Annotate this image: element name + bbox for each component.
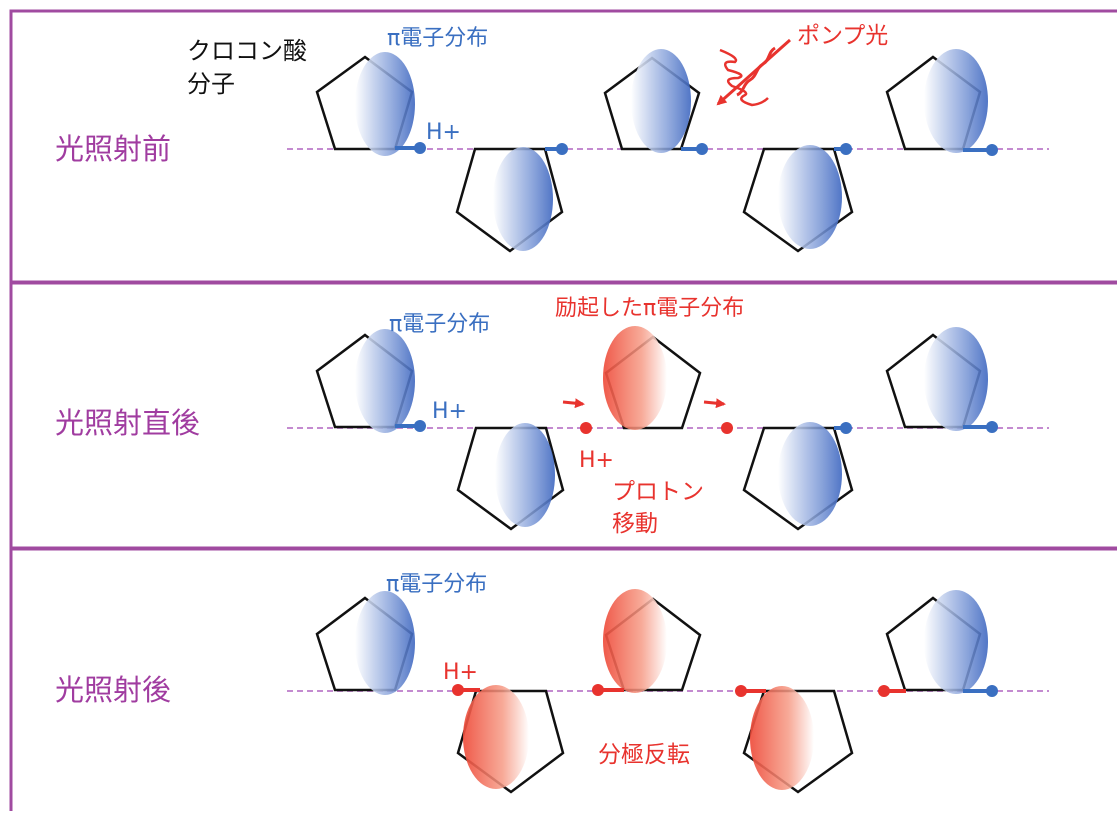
pi-electron-cloud bbox=[495, 423, 555, 527]
moved-proton-label: H+ bbox=[579, 448, 614, 473]
pump-light-wave-icon bbox=[736, 46, 776, 97]
proton-dot bbox=[696, 143, 708, 155]
pi-electron-cloud bbox=[493, 147, 553, 251]
proton-dot bbox=[986, 421, 998, 433]
pi-electron-cloud bbox=[924, 327, 988, 431]
proton-transfer-label-line2: 移動 bbox=[612, 511, 658, 537]
stage-label: 光照射前 bbox=[55, 132, 171, 166]
proton-dot bbox=[556, 143, 568, 155]
reversed-pi-electron-cloud bbox=[603, 589, 667, 693]
moved-proton-dot bbox=[580, 422, 592, 434]
proton-transfer-label-line1: プロトン bbox=[612, 479, 704, 505]
proton-transfer-arrow bbox=[562, 398, 585, 409]
reversed-pi-electron-cloud bbox=[463, 685, 529, 789]
reversed-pi-electron-cloud bbox=[750, 686, 814, 790]
proton-dot bbox=[986, 685, 998, 697]
proton-label: H+ bbox=[432, 399, 467, 424]
proton-label: H+ bbox=[426, 120, 461, 145]
proton-label: H+ bbox=[443, 660, 478, 685]
panel-before-irradiation: 光照射前 クロコン酸 分子 π電子分布 H+ ポンプ光 bbox=[55, 23, 1049, 253]
pi-distribution-label: π電子分布 bbox=[386, 572, 487, 597]
pi-electron-cloud bbox=[778, 422, 842, 526]
pi-electron-cloud bbox=[355, 591, 415, 695]
proton-transfer-arrow bbox=[703, 398, 726, 409]
pi-distribution-label: π電子分布 bbox=[387, 26, 488, 51]
molecule-label-line1: クロコン酸 bbox=[187, 37, 307, 65]
excited-pi-electron-cloud bbox=[603, 326, 667, 430]
pi-electron-cloud bbox=[924, 49, 988, 153]
polarization-reversal-label: 分極反転 bbox=[598, 742, 690, 768]
stage-label: 光照射後 bbox=[55, 673, 171, 707]
proton-dot bbox=[414, 420, 426, 432]
proton-dot bbox=[840, 422, 852, 434]
proton-dot bbox=[414, 142, 426, 154]
panel-right-after-irradiation: 光照射直後 π電子分布 励起したπ電子分布 H+ H+ プロトン 移動 bbox=[55, 296, 1049, 537]
panel-after-irradiation: 光照射後 π電子分布 H+ 分極反転 bbox=[55, 572, 1049, 794]
pi-electron-cloud bbox=[355, 329, 415, 433]
panel-frame-3 bbox=[9, 547, 1117, 816]
pump-light-arrow bbox=[716, 38, 791, 106]
pi-electron-cloud bbox=[631, 49, 691, 153]
pi-electron-cloud bbox=[355, 52, 415, 156]
pump-light-wave-icon bbox=[719, 48, 769, 107]
excited-pi-label: 励起したπ電子分布 bbox=[555, 296, 744, 321]
pi-electron-cloud bbox=[778, 145, 842, 249]
pi-distribution-label: π電子分布 bbox=[389, 312, 490, 337]
proton-dot bbox=[986, 144, 998, 156]
pi-electron-cloud bbox=[924, 590, 988, 694]
molecule-pentagon bbox=[742, 689, 854, 794]
molecule-label-line2: 分子 bbox=[187, 70, 235, 98]
molecule-pentagon bbox=[456, 689, 565, 794]
moved-proton-dot bbox=[721, 422, 733, 434]
pump-light-label: ポンプ光 bbox=[797, 23, 888, 49]
proton-dot bbox=[840, 143, 852, 155]
stage-label: 光照射直後 bbox=[55, 406, 200, 440]
